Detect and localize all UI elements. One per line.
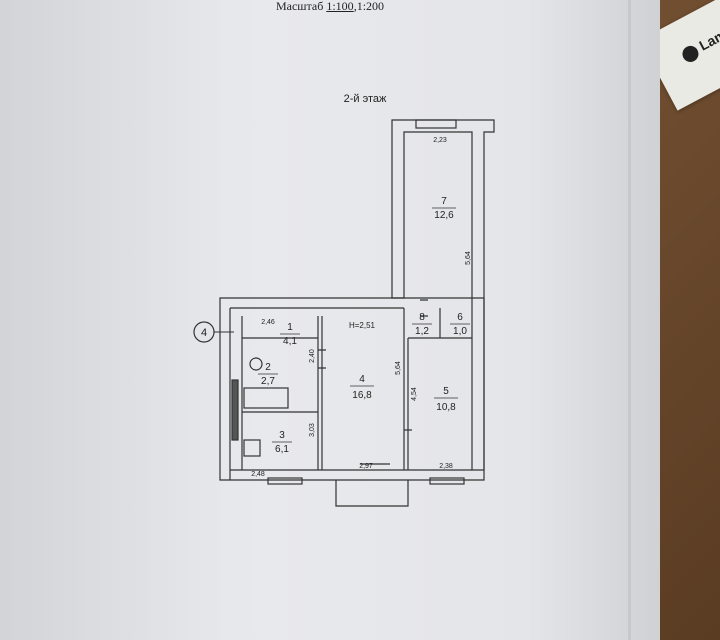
dim-bottom-left: 2,48 [251, 471, 265, 478]
dim-bottom-middle: 2,97 [359, 463, 373, 470]
room6-area: 1,0 [453, 326, 467, 337]
dim-room4-wall: 3,03 [309, 423, 316, 437]
stove-fixture [243, 439, 261, 457]
dim-room5-length: 4,54 [411, 387, 418, 401]
ruler-logo-icon [679, 43, 702, 65]
dim-room1-width: 2,46 [261, 319, 275, 326]
paper-shadow [0, 0, 230, 640]
room1-number: 1 [287, 322, 293, 333]
toilet-fixture [249, 357, 263, 371]
dim-room7-length: 5,64 [465, 251, 472, 265]
room7-window [415, 119, 457, 129]
room2-area: 2,7 [261, 376, 275, 387]
door-room8 [420, 299, 428, 317]
axis-marker-label: 4 [201, 327, 207, 339]
ceiling-height: H=2,51 [349, 321, 376, 330]
room8-number: 8 [419, 312, 425, 323]
scale-value-1: 1:100 [326, 0, 354, 13]
room8-area: 1,2 [415, 326, 429, 337]
room3-area: 6,1 [275, 444, 289, 455]
dim-room4-length: 5,64 [395, 361, 402, 375]
outer-walls [219, 297, 485, 481]
room4-number: 4 [359, 374, 365, 385]
ruler-brand-text: Lam [696, 25, 720, 54]
door-room4 [318, 349, 326, 369]
room1-area: 4,1 [283, 336, 297, 347]
room6-number: 6 [457, 312, 463, 323]
room7-number: 7 [441, 196, 447, 207]
paper-fold [628, 0, 631, 640]
scale-label: Масштаб [275, 0, 324, 13]
floor-title: 2-й этаж [343, 93, 387, 105]
room7-area: 12,6 [434, 210, 454, 221]
window-bottom-left [267, 477, 303, 485]
dim-room7-width: 2,23 [433, 137, 447, 144]
paper-sheet: Масштаб 1:100,1:200 2-й этаж [0, 0, 660, 640]
room2-number: 2 [265, 362, 271, 373]
window-bottom-right [429, 477, 465, 485]
room5-number: 5 [443, 386, 449, 397]
dim-bottom-right: 2,38 [439, 463, 453, 470]
room4-area: 16,8 [352, 390, 372, 401]
room3-number: 3 [279, 430, 285, 441]
dim-room1-depth: 2,40 [309, 349, 316, 363]
floor-plan: 4 7 12,6 1 4,1 2 2,7 3 6,1 4 16,8 5 10,8… [193, 119, 495, 507]
scale-header: Масштаб 1:100,1:200 [275, 0, 385, 13]
room7-walls [391, 119, 495, 471]
bathtub-fixture [243, 387, 289, 409]
room5-area: 10,8 [436, 402, 456, 413]
scale-value-2: 1:200 [356, 0, 385, 13]
radiator-fixture [231, 379, 239, 441]
balcony [335, 480, 409, 507]
